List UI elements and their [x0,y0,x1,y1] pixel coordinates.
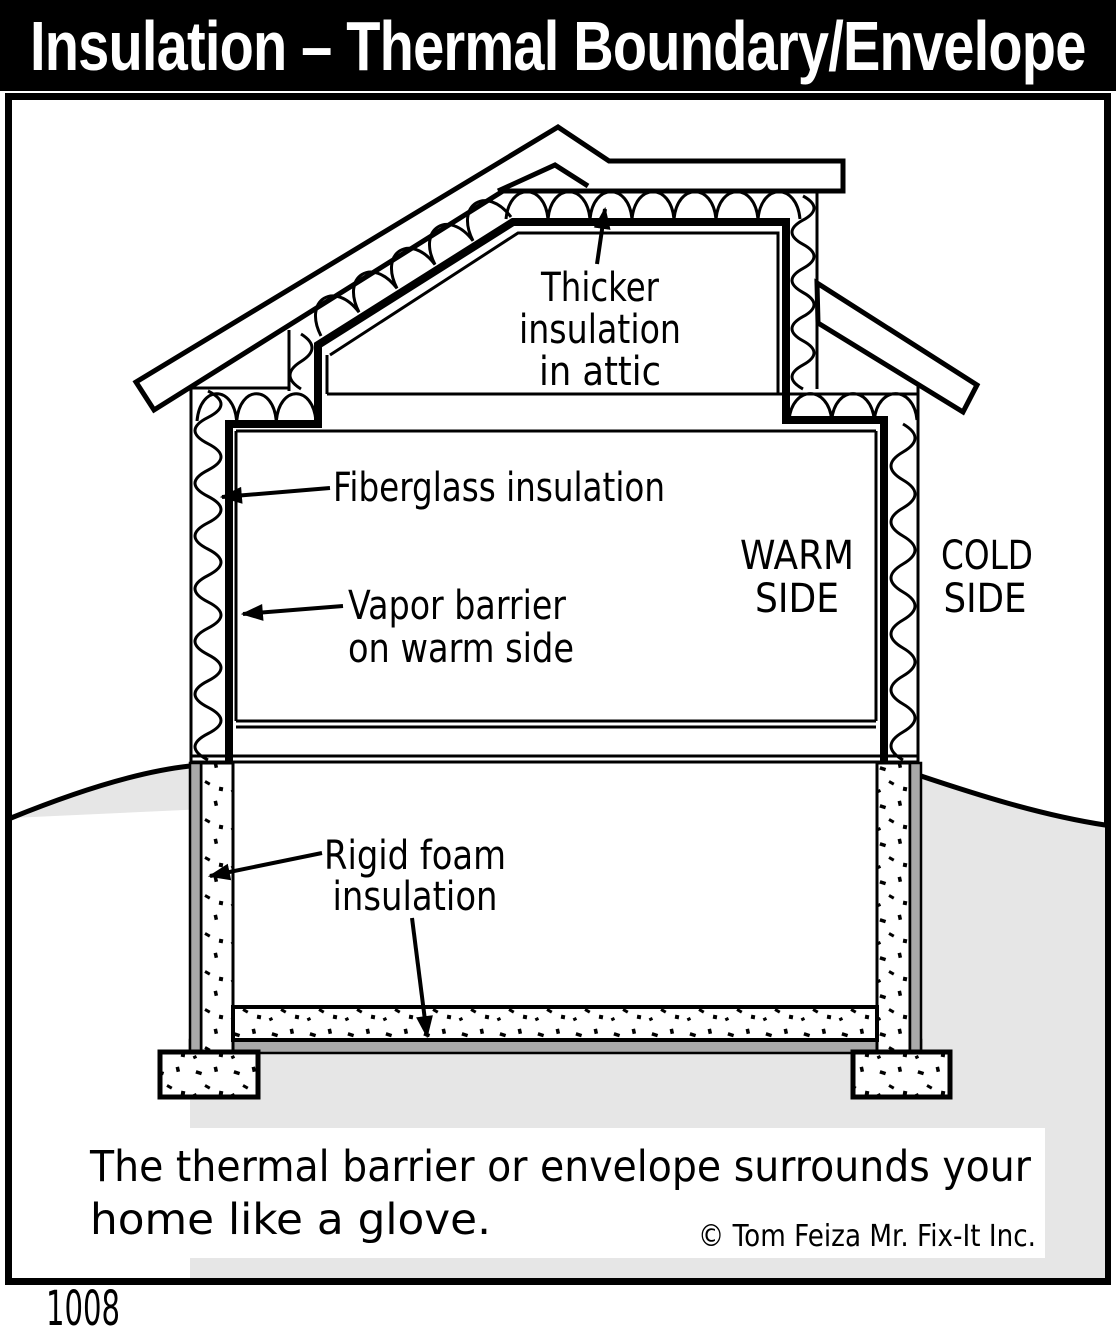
label-warm-side-line1: WARM [740,533,854,579]
ground-line-left [8,763,193,821]
insulation [193,190,919,762]
attic-arrow [593,206,611,265]
label-vapor-line1: Vapor barrier [348,583,566,629]
label-fiberglass: Fiberglass insulation [333,465,665,511]
roof-deck-outline [132,124,846,414]
right-footing [850,1049,953,1100]
label-cold-side-line1: COLD [941,533,1033,579]
right-ceiling-insulation-waves [787,392,919,421]
left-footing [157,1049,261,1100]
roof-slope-insulation-waves [314,199,513,337]
shed-roof [814,278,981,416]
thermal-boundary-left [225,218,786,762]
vapor-barrier-arrow [240,603,344,621]
basement-interior [233,763,877,1007]
label-rigid-foam-line2: insulation [333,874,498,920]
label-rigid-foam-line1: Rigid foam [324,833,506,879]
eave-insulation-waves [195,392,318,422]
label-vapor-line2: on warm side [348,626,574,672]
thermal-boundary-right [782,218,888,762]
right-foundation-wall [875,761,912,1054]
right-kneewall-insulation-waves [790,194,816,391]
basement-slab [231,1005,879,1042]
left-wall-insulation-waves [193,389,223,762]
caption-credit: © Tom Feiza Mr. Fix-It Inc. [698,1219,1036,1254]
right-exterior-foam-strip [908,761,923,1054]
roof-inner-peak-line [496,162,590,194]
rigid-foam-slab-arrow [410,917,433,1039]
figure-number: 1008 [46,1281,120,1333]
left-exterior-foam-strip [188,761,203,1054]
ground-line-right [918,773,1108,828]
foundation [157,761,953,1100]
left-foundation-wall [199,761,235,1054]
right-wall-insulation-waves [889,422,917,762]
label-attic-line3: in attic [539,349,661,395]
diagram-labels: Thicker insulation in attic Fiberglass i… [324,265,1033,920]
vaulted-ceiling-inner-line [329,231,780,394]
label-attic-line2: insulation [519,307,681,353]
leader-arrows [207,206,611,1039]
label-warm-side-line2: SIDE [755,576,839,622]
caption-line2: home like a glove. [90,1195,491,1245]
caption-box [70,1128,1045,1258]
title-bar: Insulation – Thermal Boundary/Envelope [0,0,1116,91]
label-attic-line1: Thicker [540,265,659,311]
rigid-foam-wall-arrow [207,851,323,881]
label-cold-side-line2: SIDE [944,576,1027,622]
caption: The thermal barrier or envelope surround… [70,1128,1045,1258]
framing-lines [189,191,920,764]
left-kneewall-insulation-waves [288,332,314,391]
fiberglass-arrow [219,486,331,504]
roof [132,124,846,414]
page-title: Insulation – Thermal Boundary/Envelope [30,6,1086,85]
thermal-boundary [225,218,888,762]
caption-line1: The thermal barrier or envelope surround… [89,1142,1031,1192]
attic-ceiling-insulation-waves [504,190,802,220]
